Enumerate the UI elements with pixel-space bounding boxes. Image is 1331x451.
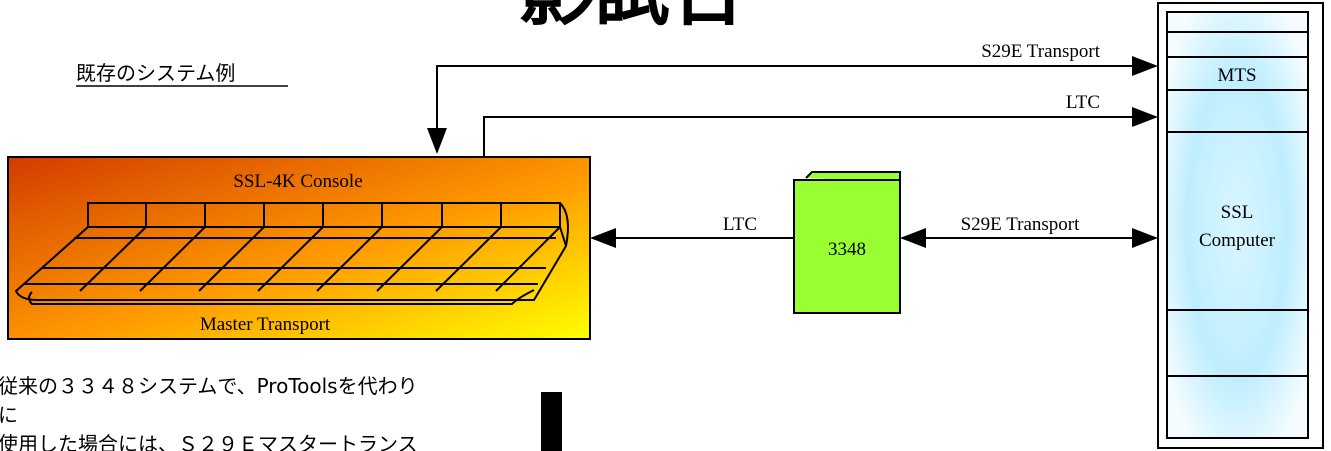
device-3348: 3348 — [793, 171, 901, 314]
label-mid-ltc: LTC — [723, 214, 757, 235]
page-title: 影試合 — [518, 0, 746, 36]
computer-label-line1: SSL — [1221, 202, 1254, 223]
device-3348-label: 3348 — [828, 239, 866, 260]
console-footer-label: Master Transport — [200, 314, 331, 335]
computer-label-line2: Computer — [1199, 230, 1276, 251]
body-text-line3: 使用した場合には、Ｓ２９Ｅマスタートランス — [0, 432, 418, 451]
label-mid-transport: S29E Transport — [961, 214, 1080, 235]
body-text-line2: に — [0, 403, 18, 427]
label-top-ltc: LTC — [1066, 92, 1100, 113]
console-title: SSL-4K Console — [233, 171, 362, 192]
ssl-4k-console: SSL-4K Console — [7, 156, 591, 340]
ssl-computer: MTS SSL Computer — [1157, 2, 1324, 449]
computer-inner — [1166, 11, 1309, 439]
label-top-transport: S29E Transport — [981, 41, 1100, 62]
subtitle: 既存のシステム例 — [76, 61, 235, 85]
connector-top-ltc — [483, 107, 1158, 157]
body-text-line1: 従来の３３４８システムで、ProToolsを代わり — [0, 374, 418, 398]
computer-mts-label: MTS — [1217, 65, 1256, 86]
text-cursor-bar — [541, 392, 562, 451]
mixing-desk-icon — [14, 202, 569, 305]
connector-top-transport — [427, 56, 1158, 154]
console-box — [7, 156, 591, 340]
